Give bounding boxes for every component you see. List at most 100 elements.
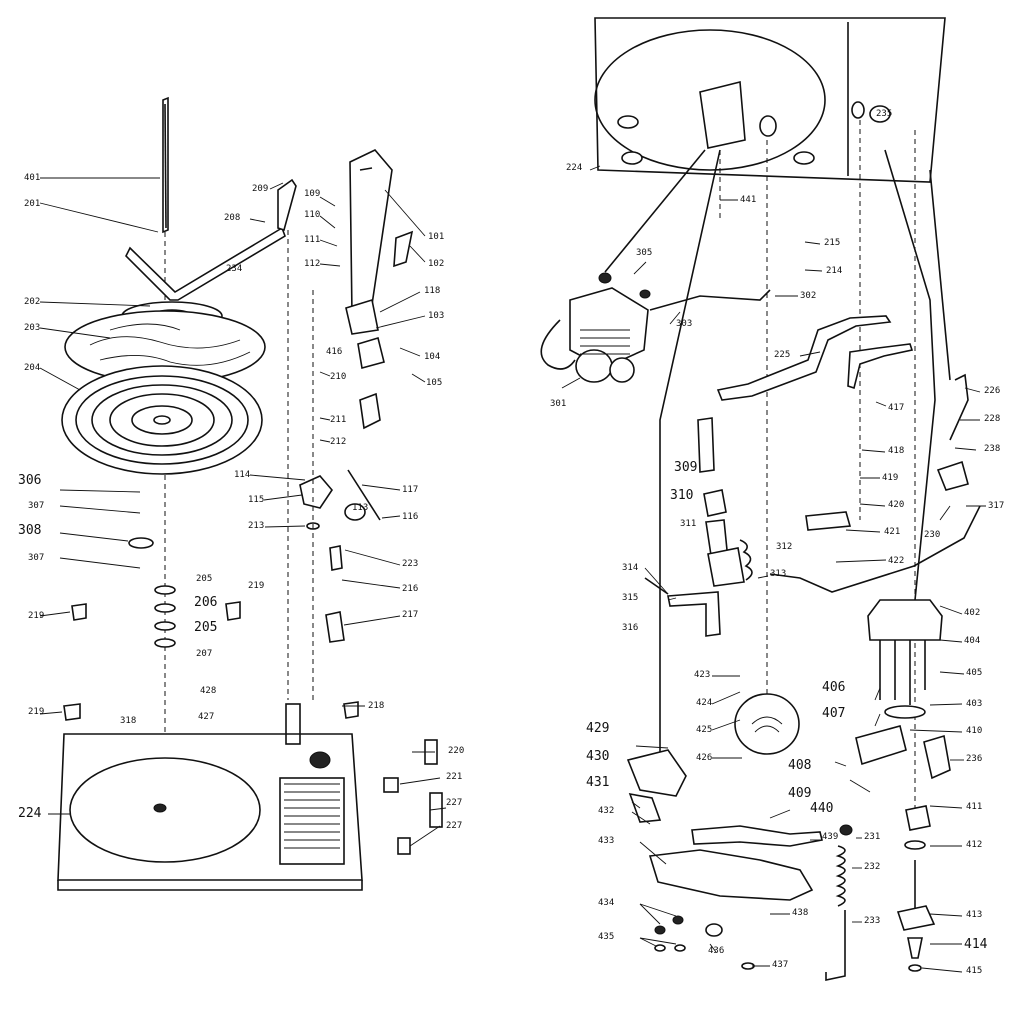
part-label-418: 418 bbox=[888, 446, 905, 456]
part-label-227-upper: 227 bbox=[446, 798, 463, 808]
part-label-111: 111 bbox=[304, 235, 321, 245]
part-label-408: 408 bbox=[788, 758, 812, 773]
part-label-221: 221 bbox=[446, 772, 463, 782]
part-label-411: 411 bbox=[966, 802, 983, 812]
part-label-203: 203 bbox=[24, 323, 41, 333]
part-label-206: 206 bbox=[194, 595, 218, 610]
part-label-213: 213 bbox=[248, 521, 265, 531]
part-label-301: 301 bbox=[550, 399, 567, 409]
part-label-102: 102 bbox=[428, 259, 445, 269]
tonearm-pivot-115 bbox=[299, 469, 381, 530]
part-label-211: 211 bbox=[330, 415, 347, 425]
spring-232 bbox=[825, 824, 853, 981]
part-label-431: 431 bbox=[586, 775, 610, 790]
part-label-311: 311 bbox=[680, 519, 697, 529]
part-label-218: 218 bbox=[368, 701, 385, 711]
cabinet-underside-224 bbox=[594, 17, 946, 183]
part-label-207: 207 bbox=[196, 649, 213, 659]
shift-lever-225 bbox=[716, 315, 892, 401]
part-label-205-lower: 205 bbox=[194, 620, 218, 635]
part-label-307-upper: 307 bbox=[28, 501, 45, 511]
tonearm-assembly-101 bbox=[345, 149, 414, 430]
part-label-215: 215 bbox=[824, 238, 841, 248]
part-label-420: 420 bbox=[888, 500, 905, 510]
part-label-410: 410 bbox=[966, 726, 983, 736]
lower-plates-433-439 bbox=[648, 825, 823, 970]
part-label-413: 413 bbox=[966, 910, 983, 920]
part-label-312: 312 bbox=[776, 542, 793, 552]
part-label-234: 234 bbox=[226, 264, 243, 274]
leader-lines bbox=[39, 165, 986, 973]
part-label-428: 428 bbox=[200, 686, 217, 696]
cam-lever-stack-309-316 bbox=[644, 417, 753, 637]
part-label-117: 117 bbox=[402, 485, 419, 495]
part-label-440: 440 bbox=[810, 801, 834, 816]
motor-assembly-301 bbox=[540, 272, 651, 383]
turntable-disc-204 bbox=[61, 365, 263, 475]
part-label-209: 209 bbox=[252, 184, 269, 194]
washers-stack-205-207 bbox=[128, 537, 176, 648]
part-label-424: 424 bbox=[696, 698, 713, 708]
part-label-441: 441 bbox=[740, 195, 757, 205]
part-label-236: 236 bbox=[966, 754, 983, 764]
lever-417 bbox=[847, 343, 914, 390]
part-label-226: 226 bbox=[984, 386, 1001, 396]
part-label-318: 318 bbox=[120, 716, 137, 726]
part-label-429: 429 bbox=[586, 721, 610, 736]
part-label-417: 417 bbox=[888, 403, 905, 413]
part-label-426: 426 bbox=[696, 753, 713, 763]
left-spindle-401 bbox=[162, 96, 169, 234]
part-label-425: 425 bbox=[696, 725, 713, 735]
part-label-421: 421 bbox=[884, 527, 901, 537]
part-label-230: 230 bbox=[924, 530, 941, 540]
part-label-110: 110 bbox=[304, 210, 321, 220]
part-label-433: 433 bbox=[598, 836, 615, 846]
part-label-204: 204 bbox=[24, 363, 41, 373]
part-label-313: 313 bbox=[770, 569, 787, 579]
part-label-238: 238 bbox=[984, 444, 1001, 454]
part-label-402: 402 bbox=[964, 608, 981, 618]
part-label-225: 225 bbox=[774, 350, 791, 360]
part-label-435: 435 bbox=[598, 932, 615, 942]
part-label-228: 228 bbox=[984, 414, 1001, 424]
record-support-arm-208 bbox=[125, 178, 297, 301]
part-label-212: 212 bbox=[330, 437, 347, 447]
part-label-116: 116 bbox=[402, 512, 419, 522]
part-label-423: 423 bbox=[694, 670, 711, 680]
part-label-101: 101 bbox=[428, 232, 445, 242]
part-label-224-right: 224 bbox=[566, 163, 583, 173]
part-label-112: 112 bbox=[304, 259, 321, 269]
part-label-439: 439 bbox=[822, 832, 839, 842]
part-label-310: 310 bbox=[670, 488, 694, 503]
part-label-316: 316 bbox=[622, 623, 639, 633]
part-label-219-front: 219 bbox=[28, 707, 45, 717]
part-label-314: 314 bbox=[622, 563, 639, 573]
part-label-104: 104 bbox=[424, 352, 441, 362]
small-parts-220-227 bbox=[383, 739, 443, 855]
part-label-422: 422 bbox=[888, 556, 905, 566]
part-label-419: 419 bbox=[882, 473, 899, 483]
base-plate-224 bbox=[57, 703, 363, 891]
bracket-430 bbox=[626, 749, 687, 823]
part-label-427: 427 bbox=[198, 712, 215, 722]
part-label-205-upper: 205 bbox=[196, 574, 213, 584]
part-label-405: 405 bbox=[966, 668, 983, 678]
part-label-404: 404 bbox=[964, 636, 981, 646]
part-label-224-left: 224 bbox=[18, 806, 42, 821]
part-label-118: 118 bbox=[424, 286, 441, 296]
part-label-115: 115 bbox=[248, 495, 265, 505]
part-label-437: 437 bbox=[772, 960, 789, 970]
part-label-416: 416 bbox=[326, 347, 343, 357]
part-label-401: 401 bbox=[24, 173, 41, 183]
part-label-403: 403 bbox=[966, 699, 983, 709]
part-label-219-right: 219 bbox=[248, 581, 265, 591]
part-label-412: 412 bbox=[966, 840, 983, 850]
drive-disc-425 bbox=[734, 693, 800, 755]
part-label-303: 303 bbox=[676, 319, 693, 329]
part-label-217: 217 bbox=[402, 610, 419, 620]
part-label-317: 317 bbox=[988, 501, 1005, 511]
part-label-305: 305 bbox=[636, 248, 653, 258]
change-cycle-assembly-404 bbox=[855, 599, 951, 780]
